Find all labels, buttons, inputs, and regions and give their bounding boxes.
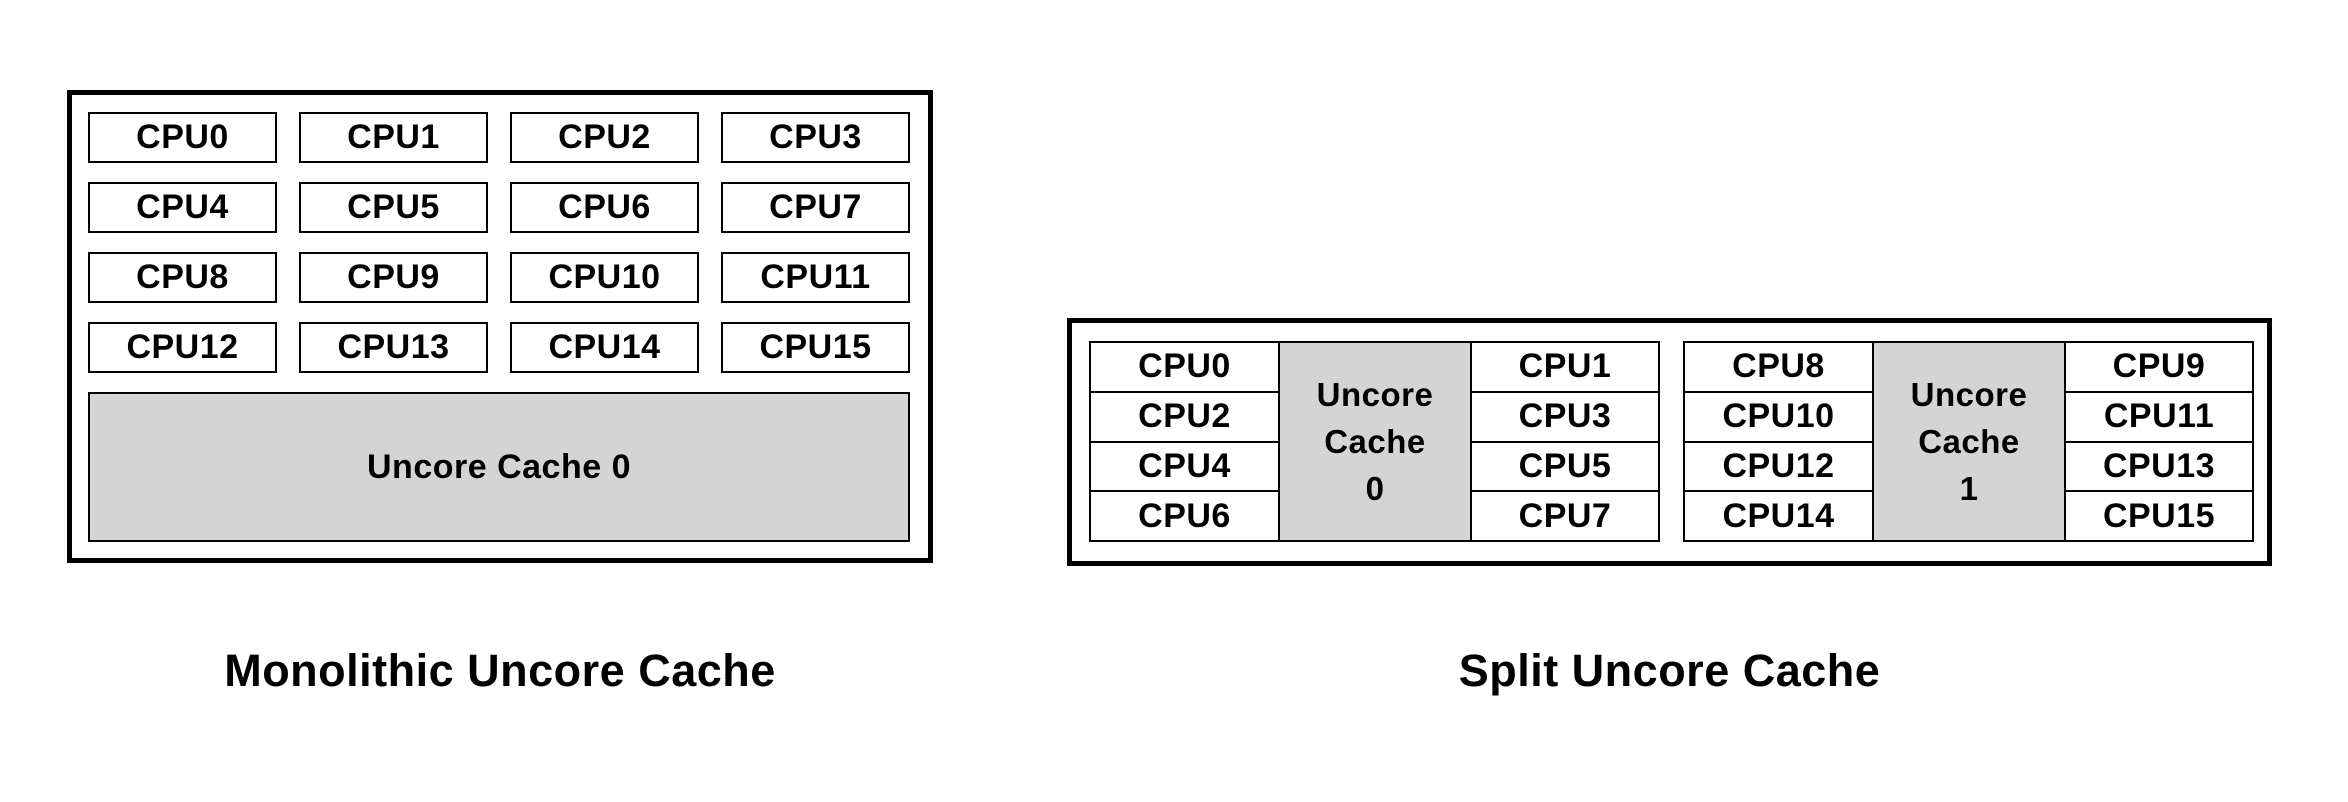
cpu-box-cpu11: CPU11 — [721, 252, 910, 303]
cpu-cell-cpu10: CPU10 — [1685, 392, 1872, 441]
caption-monolithic: Monolithic Uncore Cache — [224, 645, 776, 696]
cpu-box-cpu8: CPU8 — [88, 252, 277, 303]
cpu-cell-cpu4: CPU4 — [1091, 442, 1278, 491]
cpu-box-cpu5: CPU5 — [299, 182, 488, 233]
cpu-cell-cpu8: CPU8 — [1685, 343, 1872, 391]
uncore-cache-label-line: Cache — [1918, 423, 2020, 460]
caption-split: Split Uncore Cache — [1458, 645, 1881, 696]
cpu-box-cpu6: CPU6 — [510, 182, 699, 233]
cpu-cell-cpu3: CPU3 — [1472, 392, 1658, 441]
cpu-cell-cpu0: CPU0 — [1091, 343, 1278, 391]
cpu-cell-cpu11: CPU11 — [2066, 392, 2252, 441]
cpu-box-cpu4: CPU4 — [88, 182, 277, 233]
cpu-cell-cpu14: CPU14 — [1685, 492, 1872, 540]
uncore-cache-label-line: Cache — [1324, 423, 1426, 460]
cpu-box-cpu12: CPU12 — [88, 322, 277, 373]
uncore-cache-label-line: Uncore — [1910, 376, 2028, 413]
cpu-cell-cpu2: CPU2 — [1091, 392, 1278, 441]
cpu-box-cpu10: CPU10 — [510, 252, 699, 303]
cpu-cell-cpu15: CPU15 — [2066, 492, 2252, 540]
cpu-cell-cpu12: CPU12 — [1685, 442, 1872, 491]
cpu-box-cpu13: CPU13 — [299, 322, 488, 373]
cpu-box-cpu3: CPU3 — [721, 112, 910, 163]
uncore-cache-label-line: 0 — [1365, 470, 1385, 507]
cpu-cell-cpu6: CPU6 — [1091, 492, 1278, 540]
cpu-box-cpu1: CPU1 — [299, 112, 488, 163]
uncore-cache-label-line: Uncore — [1316, 376, 1434, 413]
cpu-box-cpu9: CPU9 — [299, 252, 488, 303]
uncore-cache-0-box: Uncore Cache 0 — [88, 392, 910, 542]
cpu-box-cpu14: CPU14 — [510, 322, 699, 373]
cpu-cell-cpu1: CPU1 — [1472, 343, 1658, 391]
cpu-box-cpu7: CPU7 — [721, 182, 910, 233]
cpu-cell-cpu9: CPU9 — [2066, 343, 2252, 391]
cpu-cell-cpu5: CPU5 — [1472, 442, 1658, 491]
cpu-box-cpu0: CPU0 — [88, 112, 277, 163]
cpu-cell-cpu13: CPU13 — [2066, 442, 2252, 491]
cpu-box-cpu2: CPU2 — [510, 112, 699, 163]
cpu-box-cpu15: CPU15 — [721, 322, 910, 373]
uncore-cache-label-line: 1 — [1959, 470, 1979, 507]
cpu-cell-cpu7: CPU7 — [1472, 492, 1658, 540]
